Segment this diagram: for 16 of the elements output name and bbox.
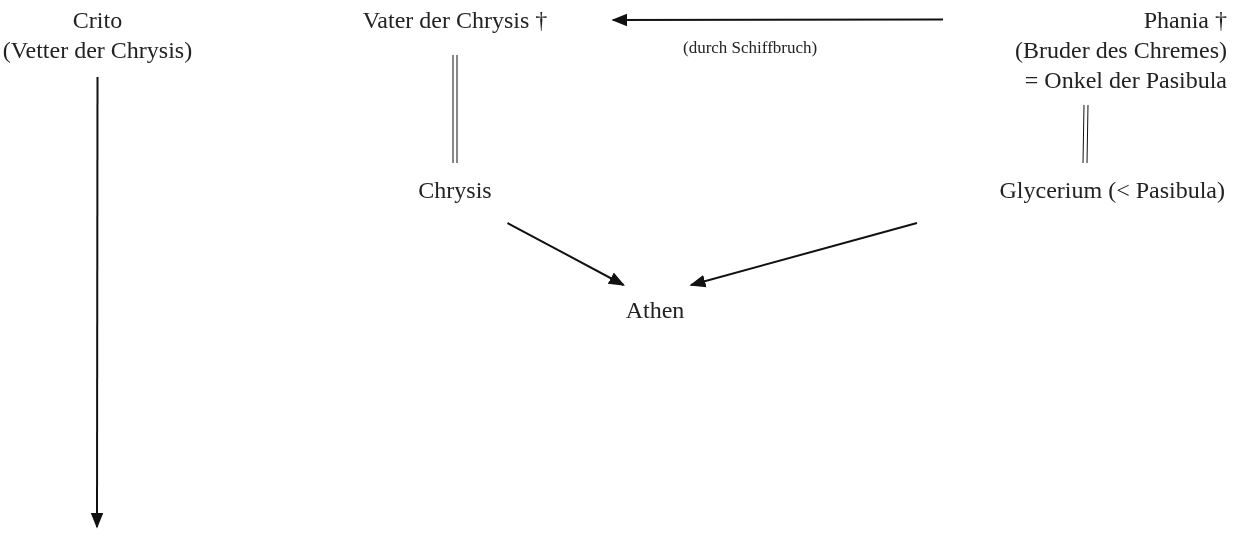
double-line — [452, 54, 458, 164]
person-name: Vater der Chrysis † — [361, 6, 549, 35]
person-note: = Onkel der Pasibula — [1023, 66, 1227, 95]
person-name: Chrysis — [417, 176, 493, 205]
double-line — [1082, 104, 1089, 164]
person-note: (Vetter der Chrysis) — [1, 36, 194, 65]
arrow — [90, 76, 104, 529]
person-name: Crito — [71, 6, 124, 35]
person-name: Glycerium (< Pasibula) — [998, 176, 1225, 205]
person-name: Phania † — [1142, 6, 1227, 35]
edge-label: (durch Schiffbruch) — [683, 38, 818, 58]
person-note: (Bruder des Chremes) — [1014, 36, 1227, 65]
person-name: Athen — [624, 296, 686, 325]
arrow — [506, 222, 625, 286]
arrow — [611, 13, 944, 27]
arrow — [689, 222, 918, 288]
